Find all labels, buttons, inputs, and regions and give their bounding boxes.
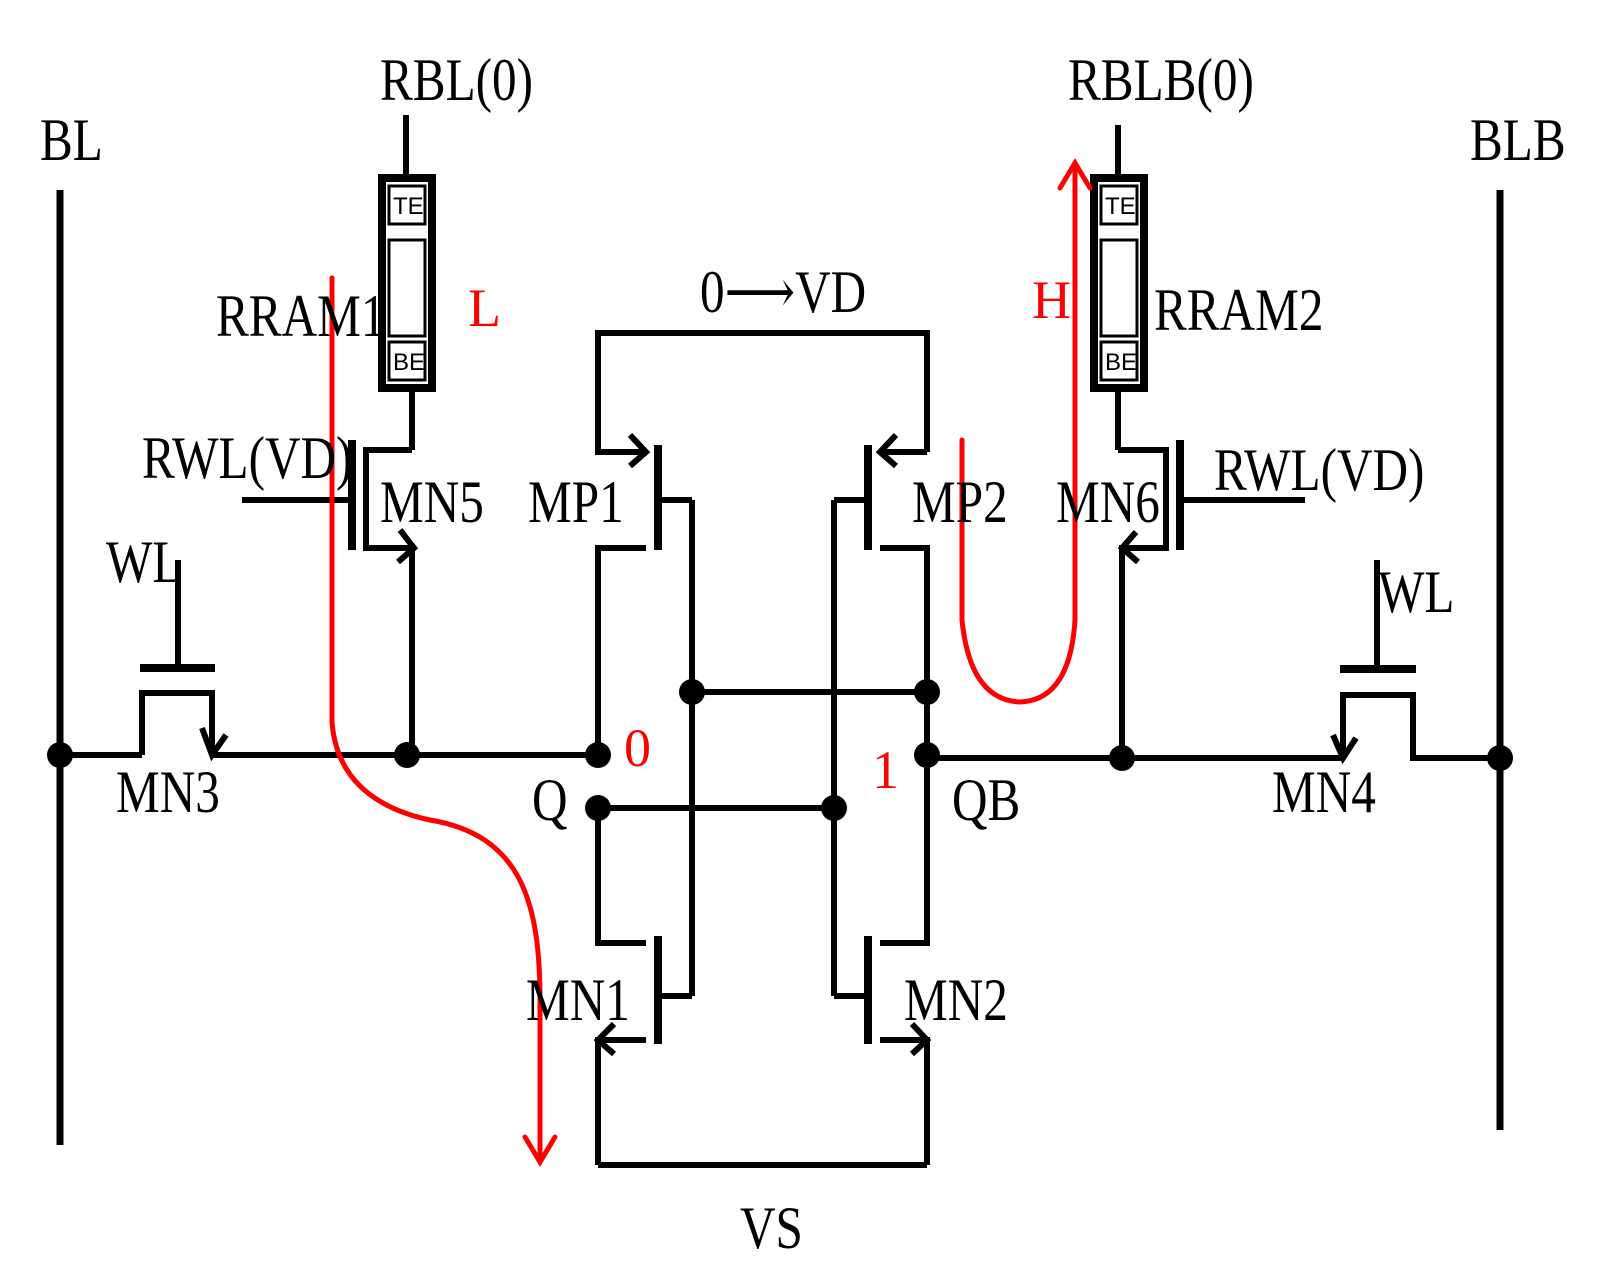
rwl-left-label: RWL(VD) (142, 424, 352, 491)
q-label: Q (532, 766, 568, 833)
mn1-label: MN1 (526, 966, 630, 1033)
read-current-arrow-right (1057, 158, 1093, 191)
rblb-label: RBLB(0) (1068, 46, 1254, 113)
rram2-te-label: TE (1105, 193, 1136, 220)
vs-label: VS (740, 1194, 803, 1261)
mn2-label: MN2 (904, 966, 1008, 1033)
mn3-label: MN3 (116, 758, 220, 825)
mn4-label: MN4 (1272, 758, 1376, 825)
vd-supply-label: 0⟶VD (700, 258, 866, 325)
rbl-label: RBL(0) (380, 46, 533, 113)
mn3-transistor (139, 560, 229, 762)
blb-node (1487, 745, 1513, 771)
rwl-right-label: RWL(VD) (1214, 436, 1424, 503)
qb-cross-node-left (679, 679, 705, 705)
q-cross-node-right (821, 795, 847, 821)
bl-label: BL (40, 106, 103, 173)
rram2-be-label: BE (1105, 349, 1137, 376)
blb-label: BLB (1470, 106, 1566, 173)
bl-node (47, 742, 73, 768)
wl-right-label: WL (1378, 558, 1454, 625)
mn6-transistor (1117, 440, 1305, 758)
mn6-label: MN6 (1056, 468, 1160, 535)
rram2-label: RRAM2 (1154, 276, 1323, 343)
rram1-state-label: L (468, 278, 501, 338)
vd-rail (595, 330, 930, 452)
mp1-transistor (595, 430, 692, 755)
mn4-transistor (1330, 560, 1500, 765)
mn5-transistor (242, 440, 419, 755)
mn5-label: MN5 (380, 468, 484, 535)
qb-label: QB (952, 766, 1020, 833)
mn5-node (394, 742, 420, 768)
mn1-transistor (593, 808, 692, 1165)
read-current-arrow-left (522, 1134, 558, 1167)
qb-value-label: 1 (872, 740, 899, 800)
mn2-transistor (834, 755, 932, 1165)
rram1-label: RRAM1 (216, 282, 385, 349)
wl-left-label: WL (106, 528, 182, 595)
q-value-label: 0 (624, 718, 651, 778)
mp2-label: MP2 (912, 468, 1008, 535)
qb-cross-node-right (914, 679, 940, 705)
rram1-be-label: BE (393, 349, 425, 376)
mp1-label: MP1 (528, 468, 624, 535)
rram1-device: TE BE (378, 115, 436, 450)
rram2-device: TE BE (1090, 125, 1148, 450)
read-current-path-left (329, 275, 543, 1161)
read-current-path-right (959, 162, 1078, 705)
rram1-te-label: TE (393, 193, 424, 220)
rram2-state-label: H (1032, 270, 1071, 330)
q-node (585, 742, 611, 768)
